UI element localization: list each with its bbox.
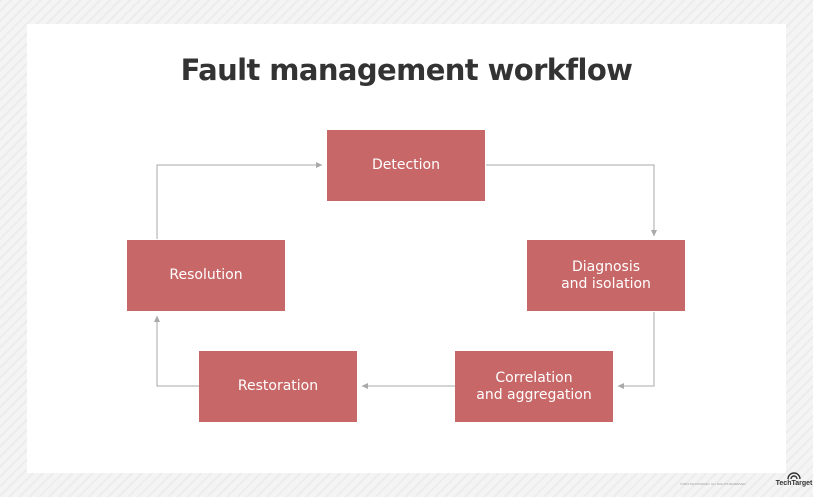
techtarget-logo-icon [787, 472, 801, 480]
copyright-text: ©2023 TECHTARGET. ALL RIGHTS RESERVED [680, 482, 746, 486]
step-diagnosis-and-isolation: Diagnosis and isolation [527, 240, 685, 311]
step-correlation-and-aggregation: Correlation and aggregation [455, 351, 613, 422]
arrow-diagnosis-to-correlation [617, 312, 655, 390]
techtarget-logo-text: TechTarget [775, 480, 813, 487]
arrow-restoration-to-resolution [153, 315, 199, 387]
techtarget-logo: TechTarget [775, 472, 813, 492]
step-detection: Detection [327, 130, 485, 201]
diagram-title: Fault management workflow [180, 53, 633, 87]
arrow-resolution-to-detection [156, 161, 323, 239]
step-resolution: Resolution [127, 240, 285, 311]
step-restoration: Restoration [199, 351, 357, 422]
arrow-detection-to-diagnosis [486, 164, 658, 237]
